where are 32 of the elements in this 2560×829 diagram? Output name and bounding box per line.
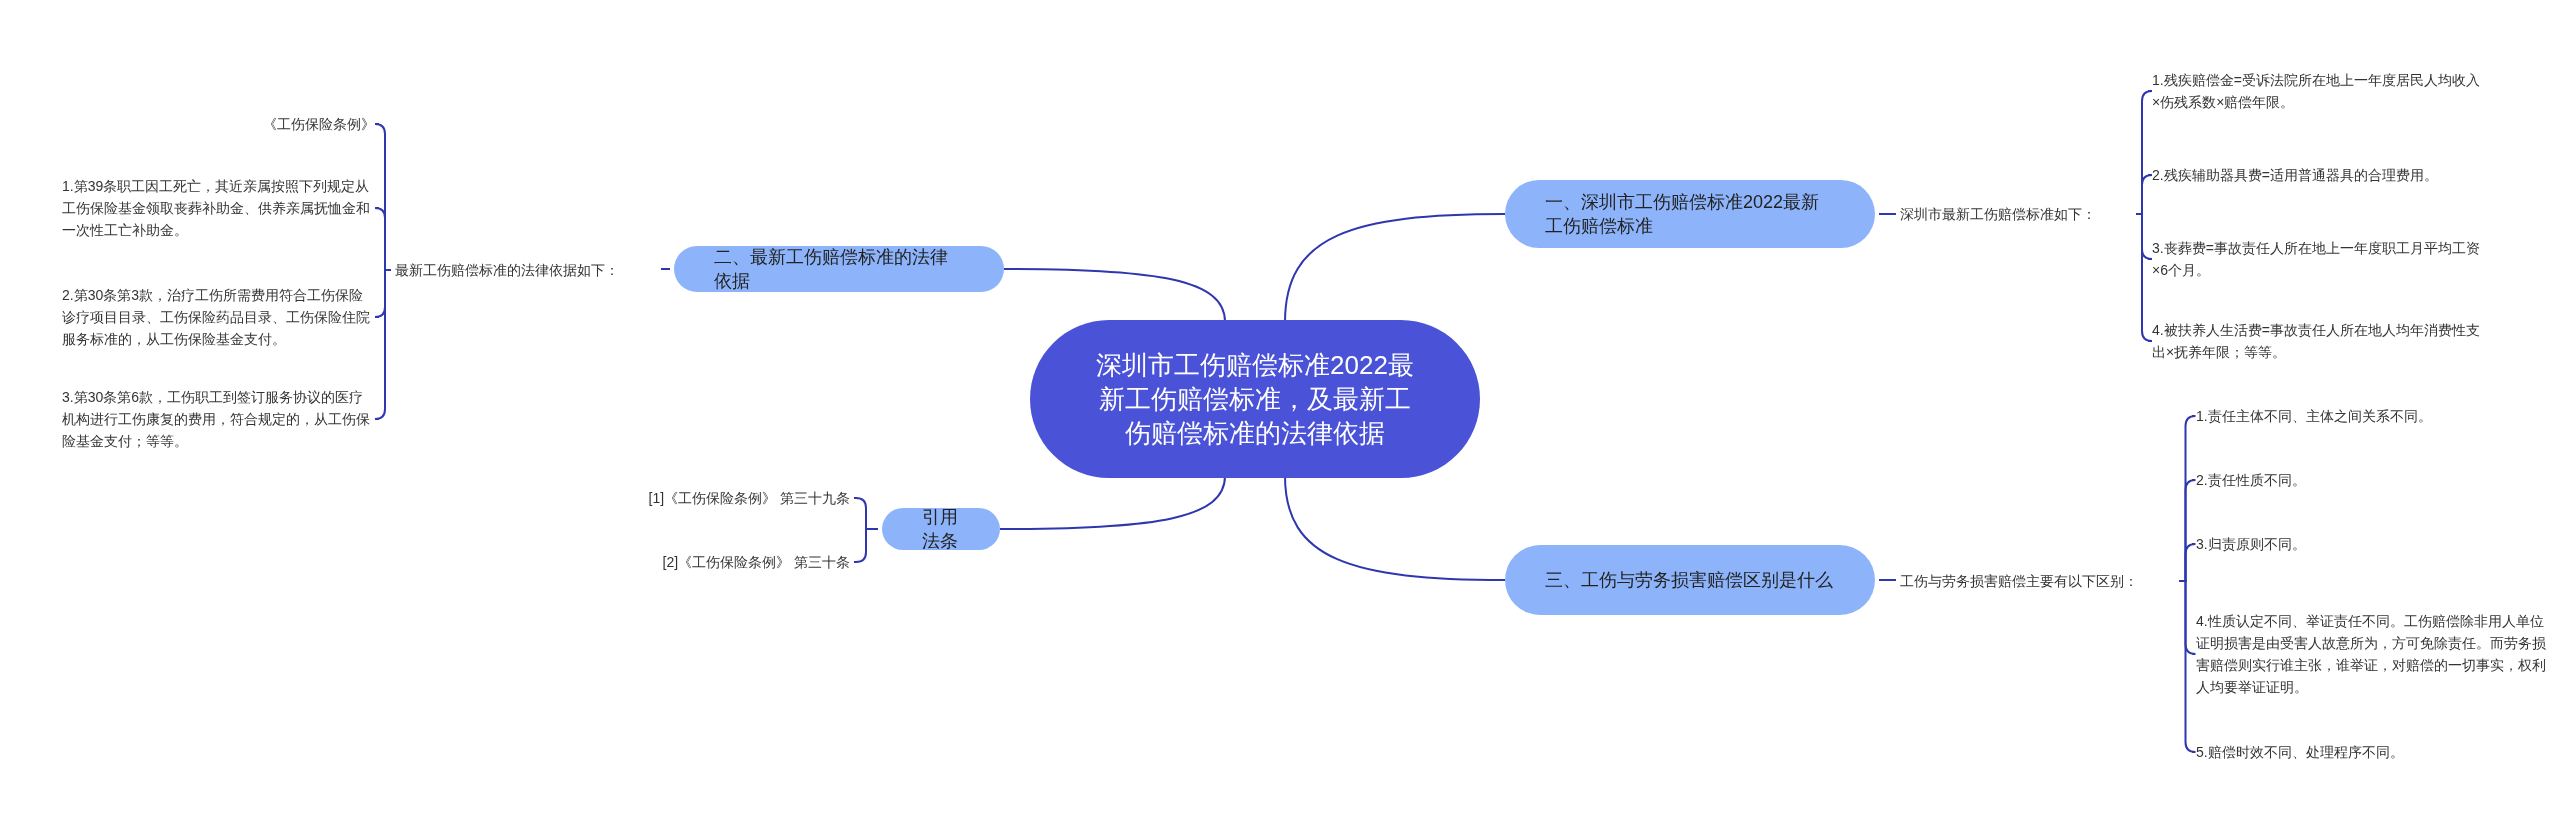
leaf-text: 3.第30条第6款，工伤职工到签订服务协议的医疗机构进行工伤康复的费用，符合规定的，从工伤保险基金支付；等等。 [62,385,375,453]
subtopic-text: 工伤与劳务损害赔偿主要有以下区别： [1900,569,2175,593]
connector-line [2135,213,2153,342]
subtopic-text: 深圳市最新工伤赔偿标准如下： [1900,202,2132,226]
connector-line [1284,213,1506,323]
central-topic: 深圳市工伤赔偿标准2022最新工伤赔偿标准，及最新工伤赔偿标准的法律依据 [1030,320,1480,478]
branch-topic: 二、最新工伤赔偿标准的法律依据 [674,246,1004,292]
connector-line [374,269,392,420]
connector-line [660,268,671,270]
branch-topic: 一、深圳市工伤赔偿标准2022最新工伤赔偿标准 [1505,180,1875,248]
leaf-text: 1.责任主体不同、主体之间关系不同。 [2196,404,2546,428]
leaf-text: 3.归责原则不同。 [2196,532,2546,556]
branch-topic: 引用法条 [882,508,1000,550]
connector-line [1878,579,1897,581]
branch-topic: 三、工伤与劳务损害赔偿区别是什么 [1505,545,1875,615]
leaf-text: [2]《工伤保险条例》 第三十条 [600,550,850,574]
leaf-text: 4.性质认定不同、举证责任不同。工伤赔偿除非用人单位证明损害是由受害人故意所为，方可免除责任。而劳务损害赔偿则实行谁主张，谁举证，对赔偿的一切事实，权利人均要举证证明。 [2196,598,2546,710]
leaf-text: 2.第30条第3款，治疗工伤所需费用符合工伤保险诊疗项目目录、工伤保险药品目录、工伤保险住院服务标准的，从工伤保险基金支付。 [62,283,375,351]
leaf-text: [1]《工伤保险条例》 第三十九条 [600,486,850,510]
connector-line [2178,580,2197,753]
leaf-text: 5.赔偿时效不同、处理程序不同。 [2196,740,2546,764]
leaf-text: 《工伤保险条例》 [200,112,375,136]
leaf-text: 4.被扶养人生活费=事故责任人所在地人均年消费性支出×抚养年限；等等。 [2152,318,2482,364]
connector-line [1003,268,1226,323]
leaf-text: 3.丧葬费=事故责任人所在地上一年度职工月平均工资×6个月。 [2152,236,2482,282]
leaf-text: 2.残疾辅助器具费=适用普通器具的合理费用。 [2152,152,2482,198]
leaf-text: 1.第39条职工因工死亡，其近亲属按照下列规定从工伤保险基金领取丧葬补助金、供养亲属抚恤金和一次性工亡补助金。 [62,174,375,242]
leaf-text: 2.责任性质不同。 [2196,468,2546,492]
subtopic-text: 最新工伤赔偿标准的法律依据如下： [395,258,657,282]
connector-line [1878,213,1897,215]
leaf-text: 1.残疾赔偿金=受诉法院所在地上一年度居民人均收入×伤残系数×赔偿年限。 [2152,68,2482,114]
connector-line [853,528,879,563]
